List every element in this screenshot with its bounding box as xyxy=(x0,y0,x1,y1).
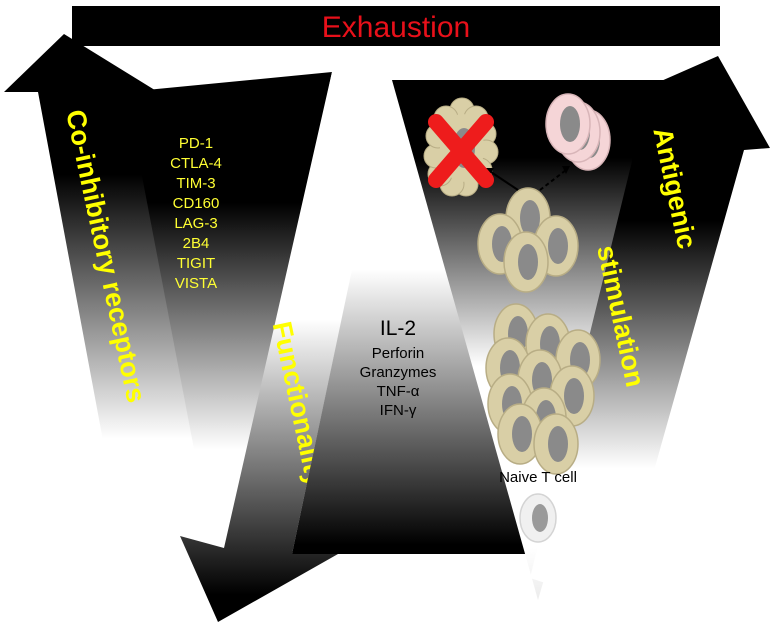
cytokine-panel xyxy=(292,80,530,554)
antigenic-arrow xyxy=(530,56,770,606)
arrowhead-memory-cell xyxy=(562,166,570,174)
effector-cell xyxy=(533,413,579,475)
effector-cell xyxy=(497,403,543,465)
receptor-item: VISTA xyxy=(175,275,217,292)
receptor-item: TIM-3 xyxy=(176,175,215,192)
cytokine-headline: IL-2 xyxy=(380,317,416,340)
functionality-arrow xyxy=(180,72,394,622)
co-inhibitory-arrow xyxy=(4,34,222,596)
arrow-to-memory-cell xyxy=(539,169,567,191)
receptor-item: TIGIT xyxy=(177,255,215,272)
cytokine-item: Perforin xyxy=(372,345,425,362)
cytokine-item: Granzymes xyxy=(360,364,437,381)
receptor-panel xyxy=(126,72,332,596)
naive-cell-label: Naive T cell xyxy=(499,469,577,486)
cytokine-item: TNF-α xyxy=(377,383,420,400)
receptor-item: 2B4 xyxy=(183,235,210,252)
receptor-item: CTLA-4 xyxy=(170,155,222,172)
naive-cell xyxy=(519,493,557,543)
receptor-item: PD-1 xyxy=(179,135,213,152)
receptor-item: CD160 xyxy=(173,195,220,212)
effector-cell xyxy=(503,231,549,293)
arrow-to-dead-cell xyxy=(487,169,519,191)
x-mark-icon xyxy=(428,114,494,188)
receptor-item: LAG-3 xyxy=(174,215,217,232)
header-bar xyxy=(72,6,720,46)
memory-cell xyxy=(545,93,591,155)
header-title: Exhaustion xyxy=(322,11,470,44)
cell-group xyxy=(423,93,611,543)
cytokine-item: IFN-γ xyxy=(380,402,417,419)
